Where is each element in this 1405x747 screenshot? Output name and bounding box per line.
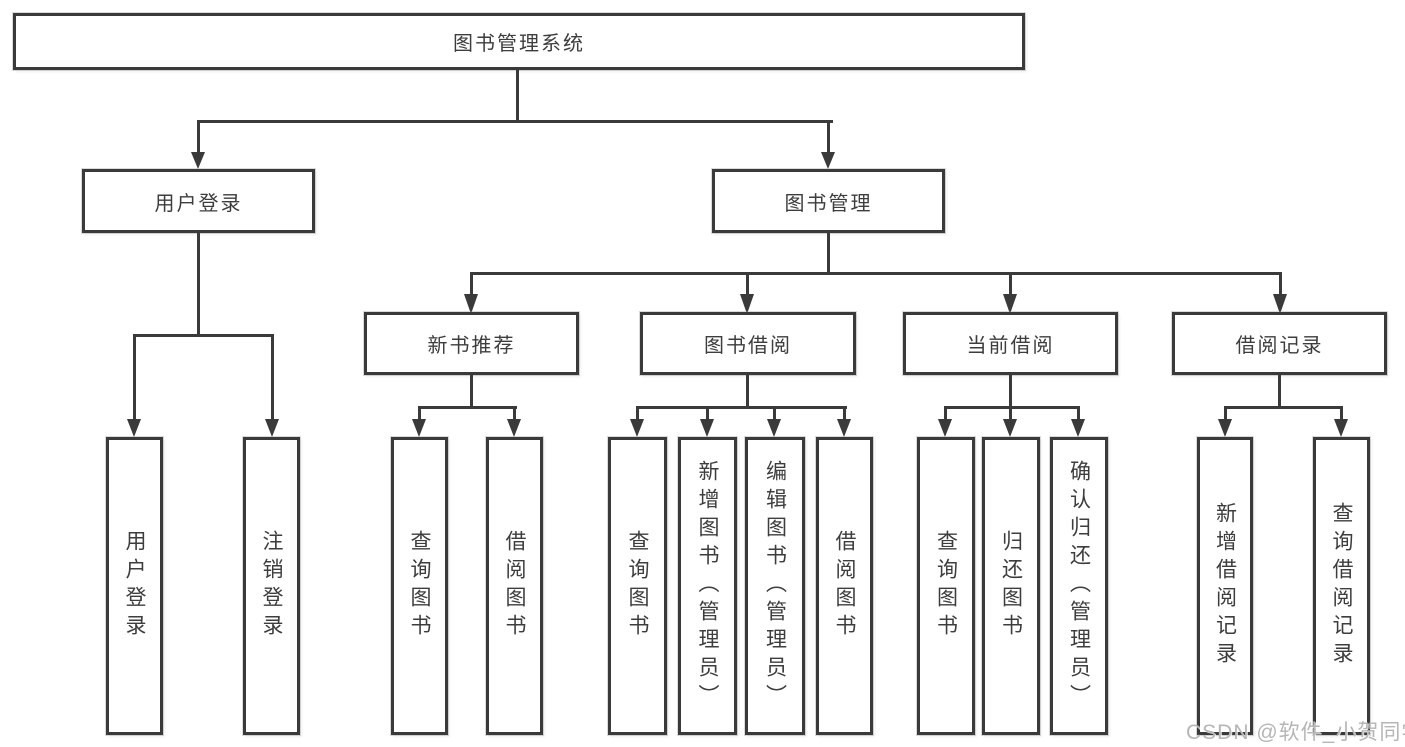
connector-line [197, 120, 833, 123]
node-borrow-records: 借阅记录 [1172, 312, 1387, 375]
node-label: 新书推荐 [427, 335, 516, 357]
connector-line [944, 406, 1080, 409]
arrow-down-icon [1071, 419, 1085, 437]
connector-line [1077, 406, 1080, 421]
connector-line [1224, 406, 1343, 409]
node-leaf-borrow-books: 借阅图书 [816, 437, 873, 735]
arrow-down-icon [1273, 294, 1287, 314]
node-label: 图书管理系统 [453, 33, 585, 55]
connector-line [470, 272, 1282, 275]
connector-line [636, 406, 639, 421]
node-label: 借阅图书 [833, 530, 856, 642]
node-leaf-borrow-books-recommend: 借阅图书 [486, 437, 543, 735]
connector-line [418, 406, 421, 421]
node-current-borrow: 当前借阅 [903, 312, 1118, 375]
node-label: 归还图书 [999, 530, 1023, 642]
arrow-down-icon [767, 419, 781, 437]
node-label: 查询图书 [934, 530, 958, 642]
connector-line [271, 334, 274, 420]
connector-line [197, 120, 200, 153]
node-label: 编辑图书（管理员） [763, 460, 787, 712]
node-label: 注销登录 [260, 530, 283, 642]
node-label: 新增图书（管理员） [696, 460, 719, 712]
arrow-down-icon [265, 419, 279, 437]
node-user-login: 用户登录 [82, 169, 315, 233]
arrow-down-icon [464, 294, 478, 314]
connector-line [470, 272, 473, 296]
node-label: 确认归还（管理员） [1067, 460, 1091, 712]
connector-line [746, 272, 749, 296]
connector-line [516, 70, 519, 123]
connector-line [706, 406, 709, 421]
node-leaf-user-login: 用户登录 [106, 437, 163, 735]
node-leaf-logout: 注销登录 [243, 437, 300, 735]
arrow-down-icon [837, 419, 851, 437]
node-book-borrow: 图书借阅 [640, 312, 856, 375]
connector-line [513, 406, 516, 421]
arrow-down-icon [1218, 419, 1232, 437]
node-label: 查询图书 [626, 530, 649, 642]
connector-line [827, 233, 830, 275]
csdn-watermark: CSDN @软件_小贺同学 [1186, 721, 1405, 744]
arrow-down-icon [821, 152, 835, 169]
node-label: 用户登录 [154, 192, 243, 215]
connector-line [944, 406, 947, 421]
connector-line [1278, 375, 1281, 409]
node-new-book-recommend: 新书推荐 [364, 312, 579, 375]
connector-line [470, 375, 473, 409]
node-leaf-query-books-current: 查询图书 [917, 437, 975, 735]
arrow-down-icon [191, 152, 205, 169]
connector-line [133, 334, 274, 337]
node-leaf-query-borrow-record: 查询借阅记录 [1313, 437, 1370, 735]
connector-line [1009, 375, 1012, 409]
connector-line [1279, 272, 1282, 296]
arrow-down-icon [507, 419, 521, 437]
connector-line [1224, 406, 1227, 421]
connector-line [636, 406, 847, 409]
node-label: 图书借阅 [704, 335, 792, 357]
arrow-down-icon [127, 419, 141, 437]
connector-line [746, 375, 749, 409]
node-label: 用户登录 [123, 530, 146, 642]
node-leaf-confirm-return-admin: 确认归还（管理员） [1050, 437, 1108, 735]
arrow-down-icon [1003, 419, 1017, 437]
node-label: 查询图书 [408, 530, 431, 642]
node-label: 借阅记录 [1235, 335, 1324, 357]
connector-line [197, 233, 200, 337]
node-leaf-add-borrow-record: 新增借阅记录 [1197, 437, 1253, 735]
node-leaf-add-books-admin: 新增图书（管理员） [678, 437, 737, 735]
arrow-down-icon [412, 419, 426, 437]
arrow-down-icon [700, 419, 714, 437]
arrow-down-icon [938, 419, 952, 437]
node-label: 借阅图书 [503, 530, 526, 642]
connector-line [1009, 406, 1012, 421]
node-leaf-return-books: 归还图书 [982, 437, 1040, 735]
node-leaf-query-books-borrow: 查询图书 [608, 437, 667, 735]
node-leaf-query-books-recommend: 查询图书 [391, 437, 448, 735]
connector-line [1009, 272, 1012, 296]
connector-line [133, 334, 136, 420]
node-leaf-edit-books-admin: 编辑图书（管理员） [745, 437, 805, 735]
connector-line [773, 406, 776, 421]
node-root-library-system: 图书管理系统 [13, 13, 1025, 70]
node-label: 当前借阅 [966, 335, 1055, 357]
node-book-management: 图书管理 [712, 169, 945, 233]
connector-line [827, 120, 830, 153]
connector-line [1340, 406, 1343, 421]
arrow-down-icon [1334, 419, 1348, 437]
connector-line [843, 406, 846, 421]
arrow-down-icon [630, 419, 644, 437]
node-label: 新增借阅记录 [1213, 502, 1237, 670]
arrow-down-icon [1003, 294, 1017, 314]
node-label: 图书管理 [784, 192, 873, 215]
connector-line [418, 406, 517, 409]
arrow-down-icon [740, 294, 754, 314]
node-label: 查询借阅记录 [1330, 502, 1353, 670]
